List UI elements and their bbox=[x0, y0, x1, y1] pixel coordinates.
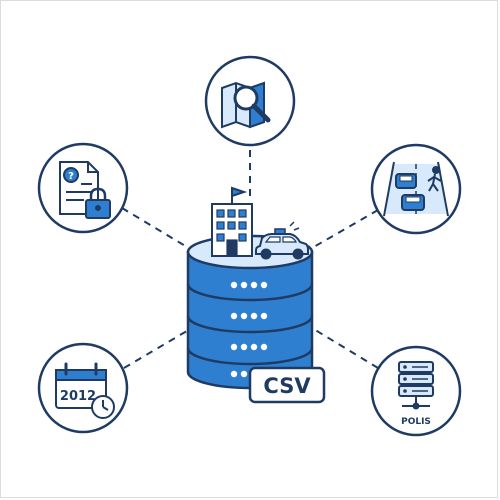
connector-top-left bbox=[121, 207, 193, 251]
connector-top-right bbox=[311, 209, 379, 249]
server-label: POLIS bbox=[401, 417, 431, 427]
police-car-icon bbox=[255, 221, 309, 260]
csv-label-box bbox=[248, 366, 326, 404]
node-bottom-right: POLIS bbox=[370, 345, 462, 437]
connectors bbox=[121, 150, 379, 369]
connector-bottom-left bbox=[123, 327, 193, 369]
connector-bottom-right bbox=[311, 327, 379, 369]
database-icon bbox=[186, 234, 314, 390]
node-top-right bbox=[370, 143, 462, 235]
calendar-clock-icon bbox=[55, 362, 115, 419]
node-bottom-left: 2012 bbox=[37, 342, 129, 434]
building-icon bbox=[211, 186, 253, 257]
question-mark-glyph: ? bbox=[68, 171, 74, 182]
node-top bbox=[204, 55, 296, 147]
csv-label: CSV bbox=[263, 374, 311, 398]
server-icon bbox=[398, 361, 434, 410]
road-traffic-icon bbox=[383, 161, 449, 217]
node-top-left: ? bbox=[37, 142, 129, 234]
map-search-icon bbox=[221, 81, 271, 129]
locked-document-icon bbox=[59, 161, 111, 219]
calendar-year: 2012 bbox=[60, 389, 96, 404]
